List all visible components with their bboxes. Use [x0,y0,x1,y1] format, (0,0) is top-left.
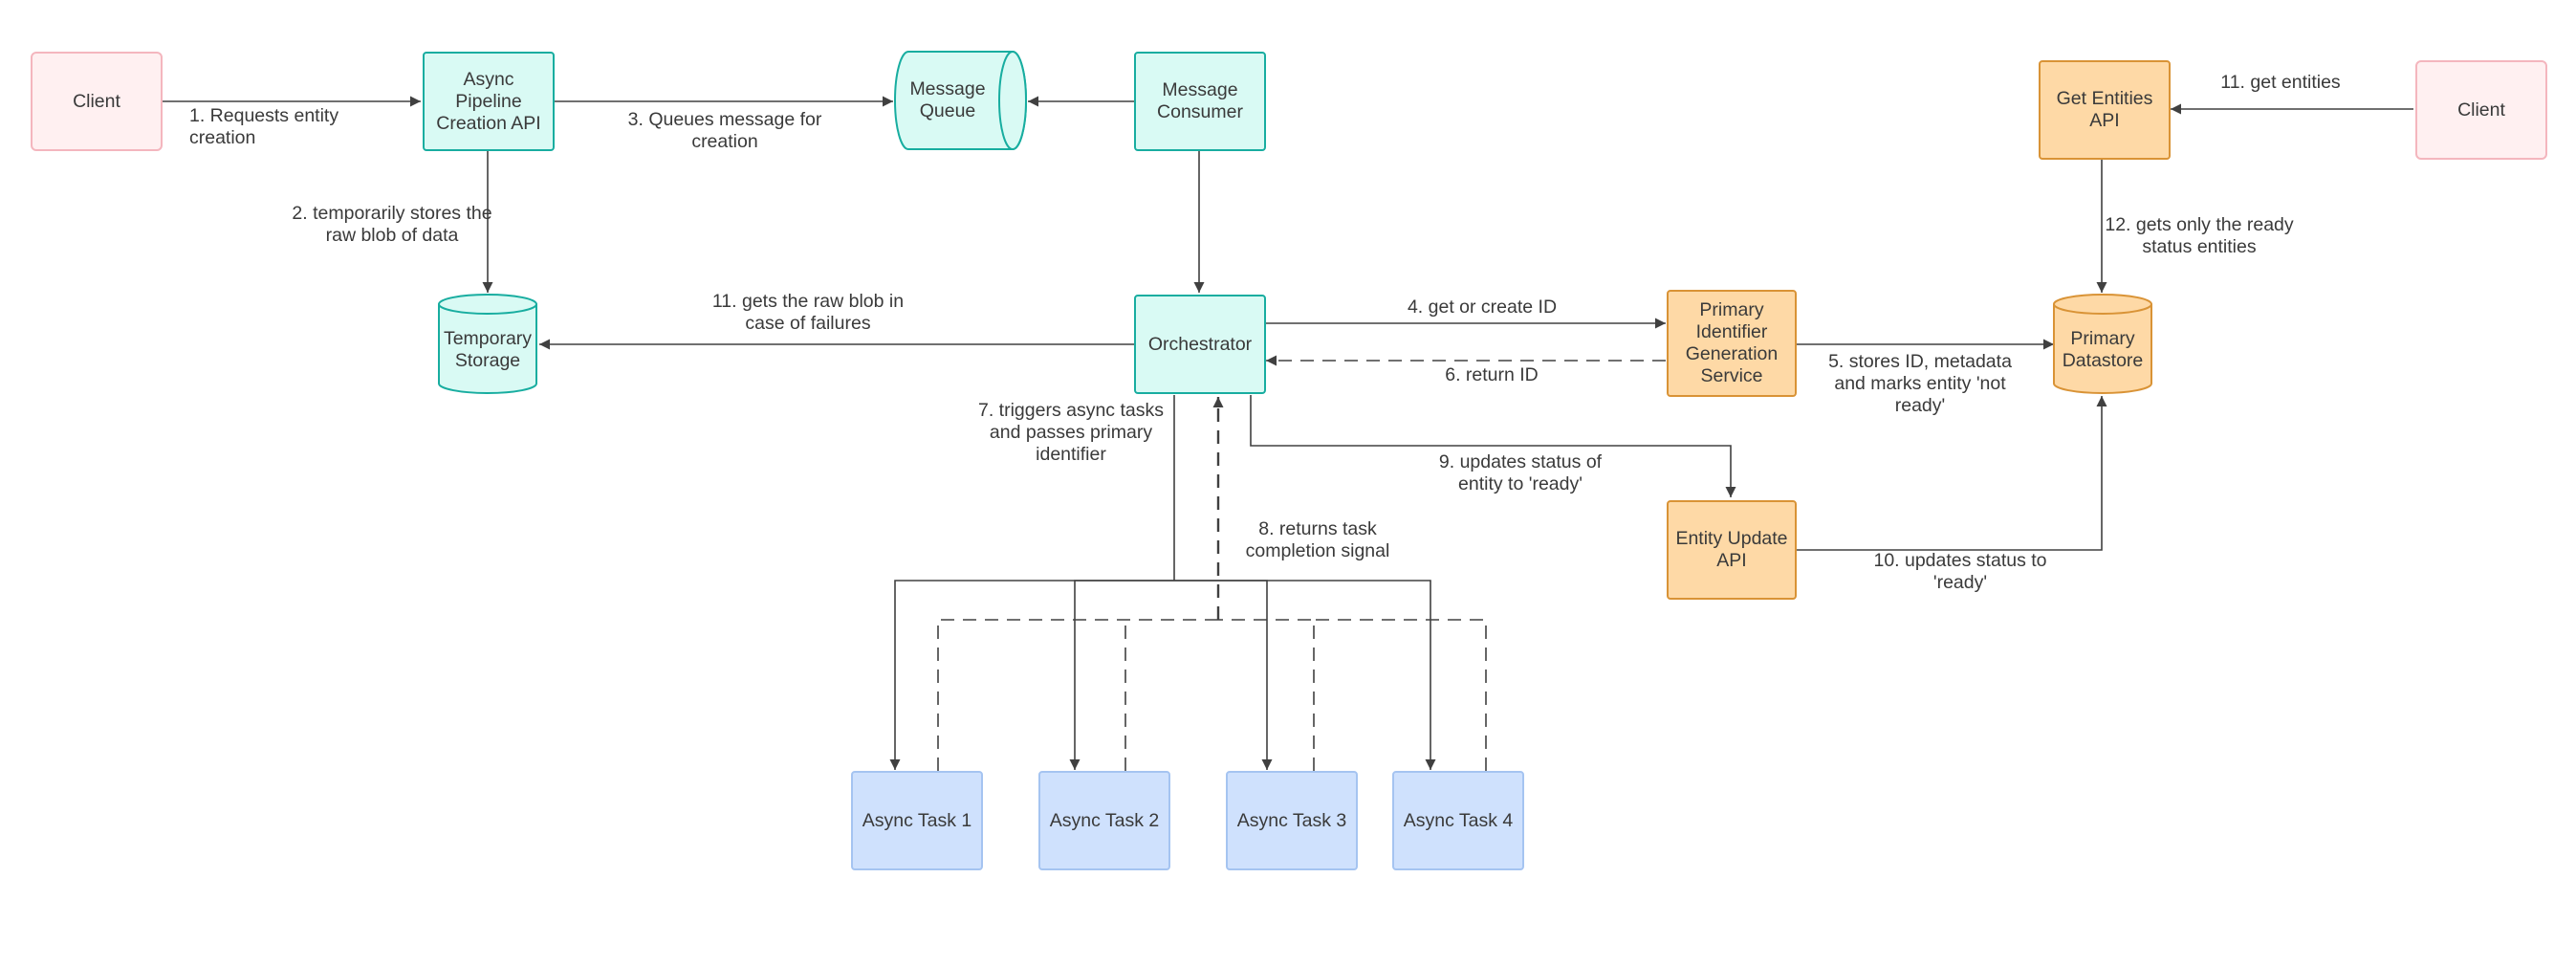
orchestrator-label: Orchestrator [1147,333,1253,355]
edge-label-11-raw-blob: 11. gets the raw blob in case of failure… [711,291,905,334]
client-right-node[interactable]: Client [2415,60,2547,160]
async-task-4-node[interactable]: Async Task 4 [1392,771,1524,870]
edge-label-6: 6. return ID [1445,364,1539,385]
message-queue-label: Message Queue [909,78,986,121]
edge-label-7: 7. triggers async tasks and passes prima… [978,400,1164,465]
temporary-storage-node[interactable]: Temporary Storage [439,312,536,388]
async-pipeline-api-node[interactable]: Async Pipeline Creation API [423,52,555,151]
async-task-1-label: Async Task 1 [862,809,972,831]
primary-datastore-shape [2053,294,2152,394]
entity-update-api-label: Entity Update API [1675,528,1788,571]
async-task-1-node[interactable]: Async Task 1 [851,771,983,870]
edge-fanout-task3 [1174,580,1273,770]
get-entities-api-node[interactable]: Get Entities API [2039,60,2171,160]
edge-return-task1 [937,619,1218,771]
edge-label-12: 12. gets only the ready status entities [2105,214,2294,257]
message-consumer-label: Message Consumer [1157,79,1243,122]
get-entities-api-label: Get Entities API [2056,88,2153,131]
edge-label-2: 2. temporarily stores the raw blob of da… [292,203,492,246]
primary-id-service-label: Primary Identifier Generation Service [1685,299,1779,386]
edge-label-5: 5. stores ID, metadata and marks entity … [1828,351,2012,416]
primary-datastore-label: Primary Datastore [2062,328,2144,371]
primary-id-service-node[interactable]: Primary Identifier Generation Service [1667,290,1797,397]
edge-label-8: 8. returns task completion signal [1245,518,1390,561]
temporary-storage-shape [438,294,537,394]
edge-entity-update-to-datastore [1796,396,2107,551]
edge-return-task4 [1314,619,1487,771]
edge-fanout-task2 [1069,580,1174,770]
edge-label-3: 3. Queues message for creation [627,109,822,152]
temporary-storage-label: Temporary Storage [443,328,533,371]
entity-update-api-node[interactable]: Entity Update API [1667,500,1797,600]
edge-return-task3 [1218,619,1315,771]
async-task-2-label: Async Task 2 [1049,809,1160,831]
orchestrator-node[interactable]: Orchestrator [1134,295,1266,394]
primary-datastore-node[interactable]: Primary Datastore [2054,312,2151,388]
message-consumer-node[interactable]: Message Consumer [1134,52,1266,151]
edge-orchestrator-to-entity-update [1250,395,1736,497]
client-right-label: Client [2457,99,2505,121]
async-task-3-label: Async Task 3 [1236,809,1347,831]
edge-fanout-task1 [889,580,1174,770]
client-left-label: Client [73,90,120,112]
async-task-2-node[interactable]: Async Task 2 [1038,771,1170,870]
client-left-node[interactable]: Client [31,52,163,151]
edge-label-10: 10. updates status to 'ready' [1873,550,2047,593]
async-task-4-label: Async Task 4 [1403,809,1514,831]
edge-label-11-get-entities: 11. get entities [2220,72,2341,93]
edge-label-1: 1. Requests entity creation [189,105,339,148]
edge-fanout-task4 [1174,580,1436,770]
async-pipeline-api-label: Async Pipeline Creation API [436,68,541,134]
message-queue-shape [894,51,1027,150]
async-task-3-node[interactable]: Async Task 3 [1226,771,1358,870]
edge-label-4: 4. get or create ID [1407,296,1558,318]
edge-label-9: 9. updates status of entity to 'ready' [1438,451,1603,494]
message-queue-node[interactable]: Message Queue [895,52,1000,149]
